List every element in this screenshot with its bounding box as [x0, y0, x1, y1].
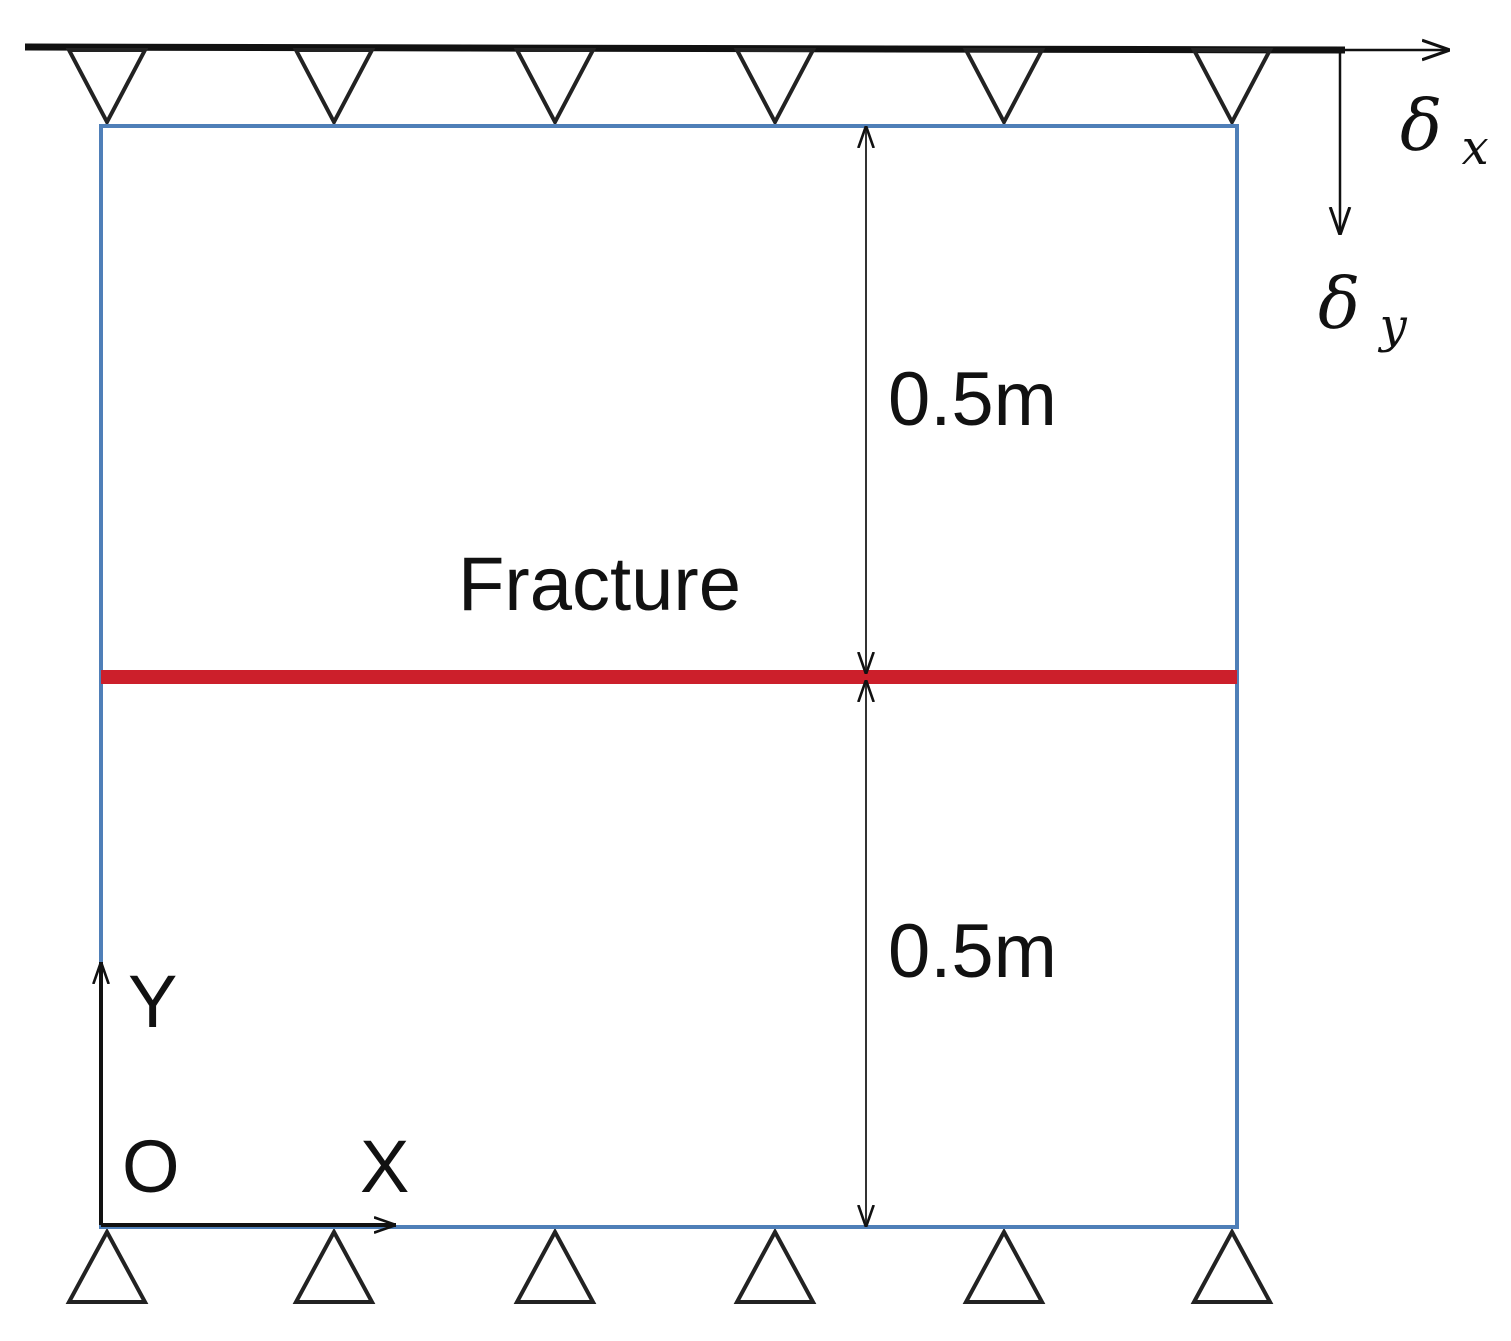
- delta-x-symbol: δ: [1400, 85, 1442, 167]
- delta-y-subscript: y: [1378, 298, 1408, 354]
- fracture-label: Fracture: [458, 542, 741, 627]
- bottom-pin-support: [962, 1227, 1046, 1304]
- bottom-pin-support: [513, 1227, 597, 1304]
- top-pin-support: [292, 48, 376, 127]
- top-pin-support: [1190, 48, 1274, 127]
- top-pin-support: [962, 48, 1046, 127]
- bottom-supports: [65, 1227, 1274, 1304]
- top-supports: [65, 48, 1274, 127]
- delta-x-subscript: x: [1462, 120, 1489, 176]
- top-pin-support: [733, 48, 817, 127]
- bottom-pin-support: [292, 1227, 376, 1304]
- top-pin-support: [513, 48, 597, 127]
- delta-x-label: δ x: [1400, 85, 1489, 176]
- top-pin-support: [65, 48, 149, 127]
- y-axis-label: Y: [128, 960, 177, 1043]
- upper-dimension-label: 0.5m: [888, 357, 1057, 442]
- x-axis-label: X: [360, 1125, 409, 1208]
- bottom-pin-support: [65, 1227, 149, 1304]
- origin-label: O: [122, 1125, 180, 1208]
- lower-dimension-label: 0.5m: [888, 909, 1057, 994]
- bottom-pin-support: [1190, 1227, 1274, 1304]
- top-loading-plate: [24, 43, 1346, 54]
- delta-y-symbol: δ: [1318, 263, 1360, 345]
- delta-y-label: δ y: [1318, 263, 1408, 354]
- bottom-pin-support: [733, 1227, 817, 1304]
